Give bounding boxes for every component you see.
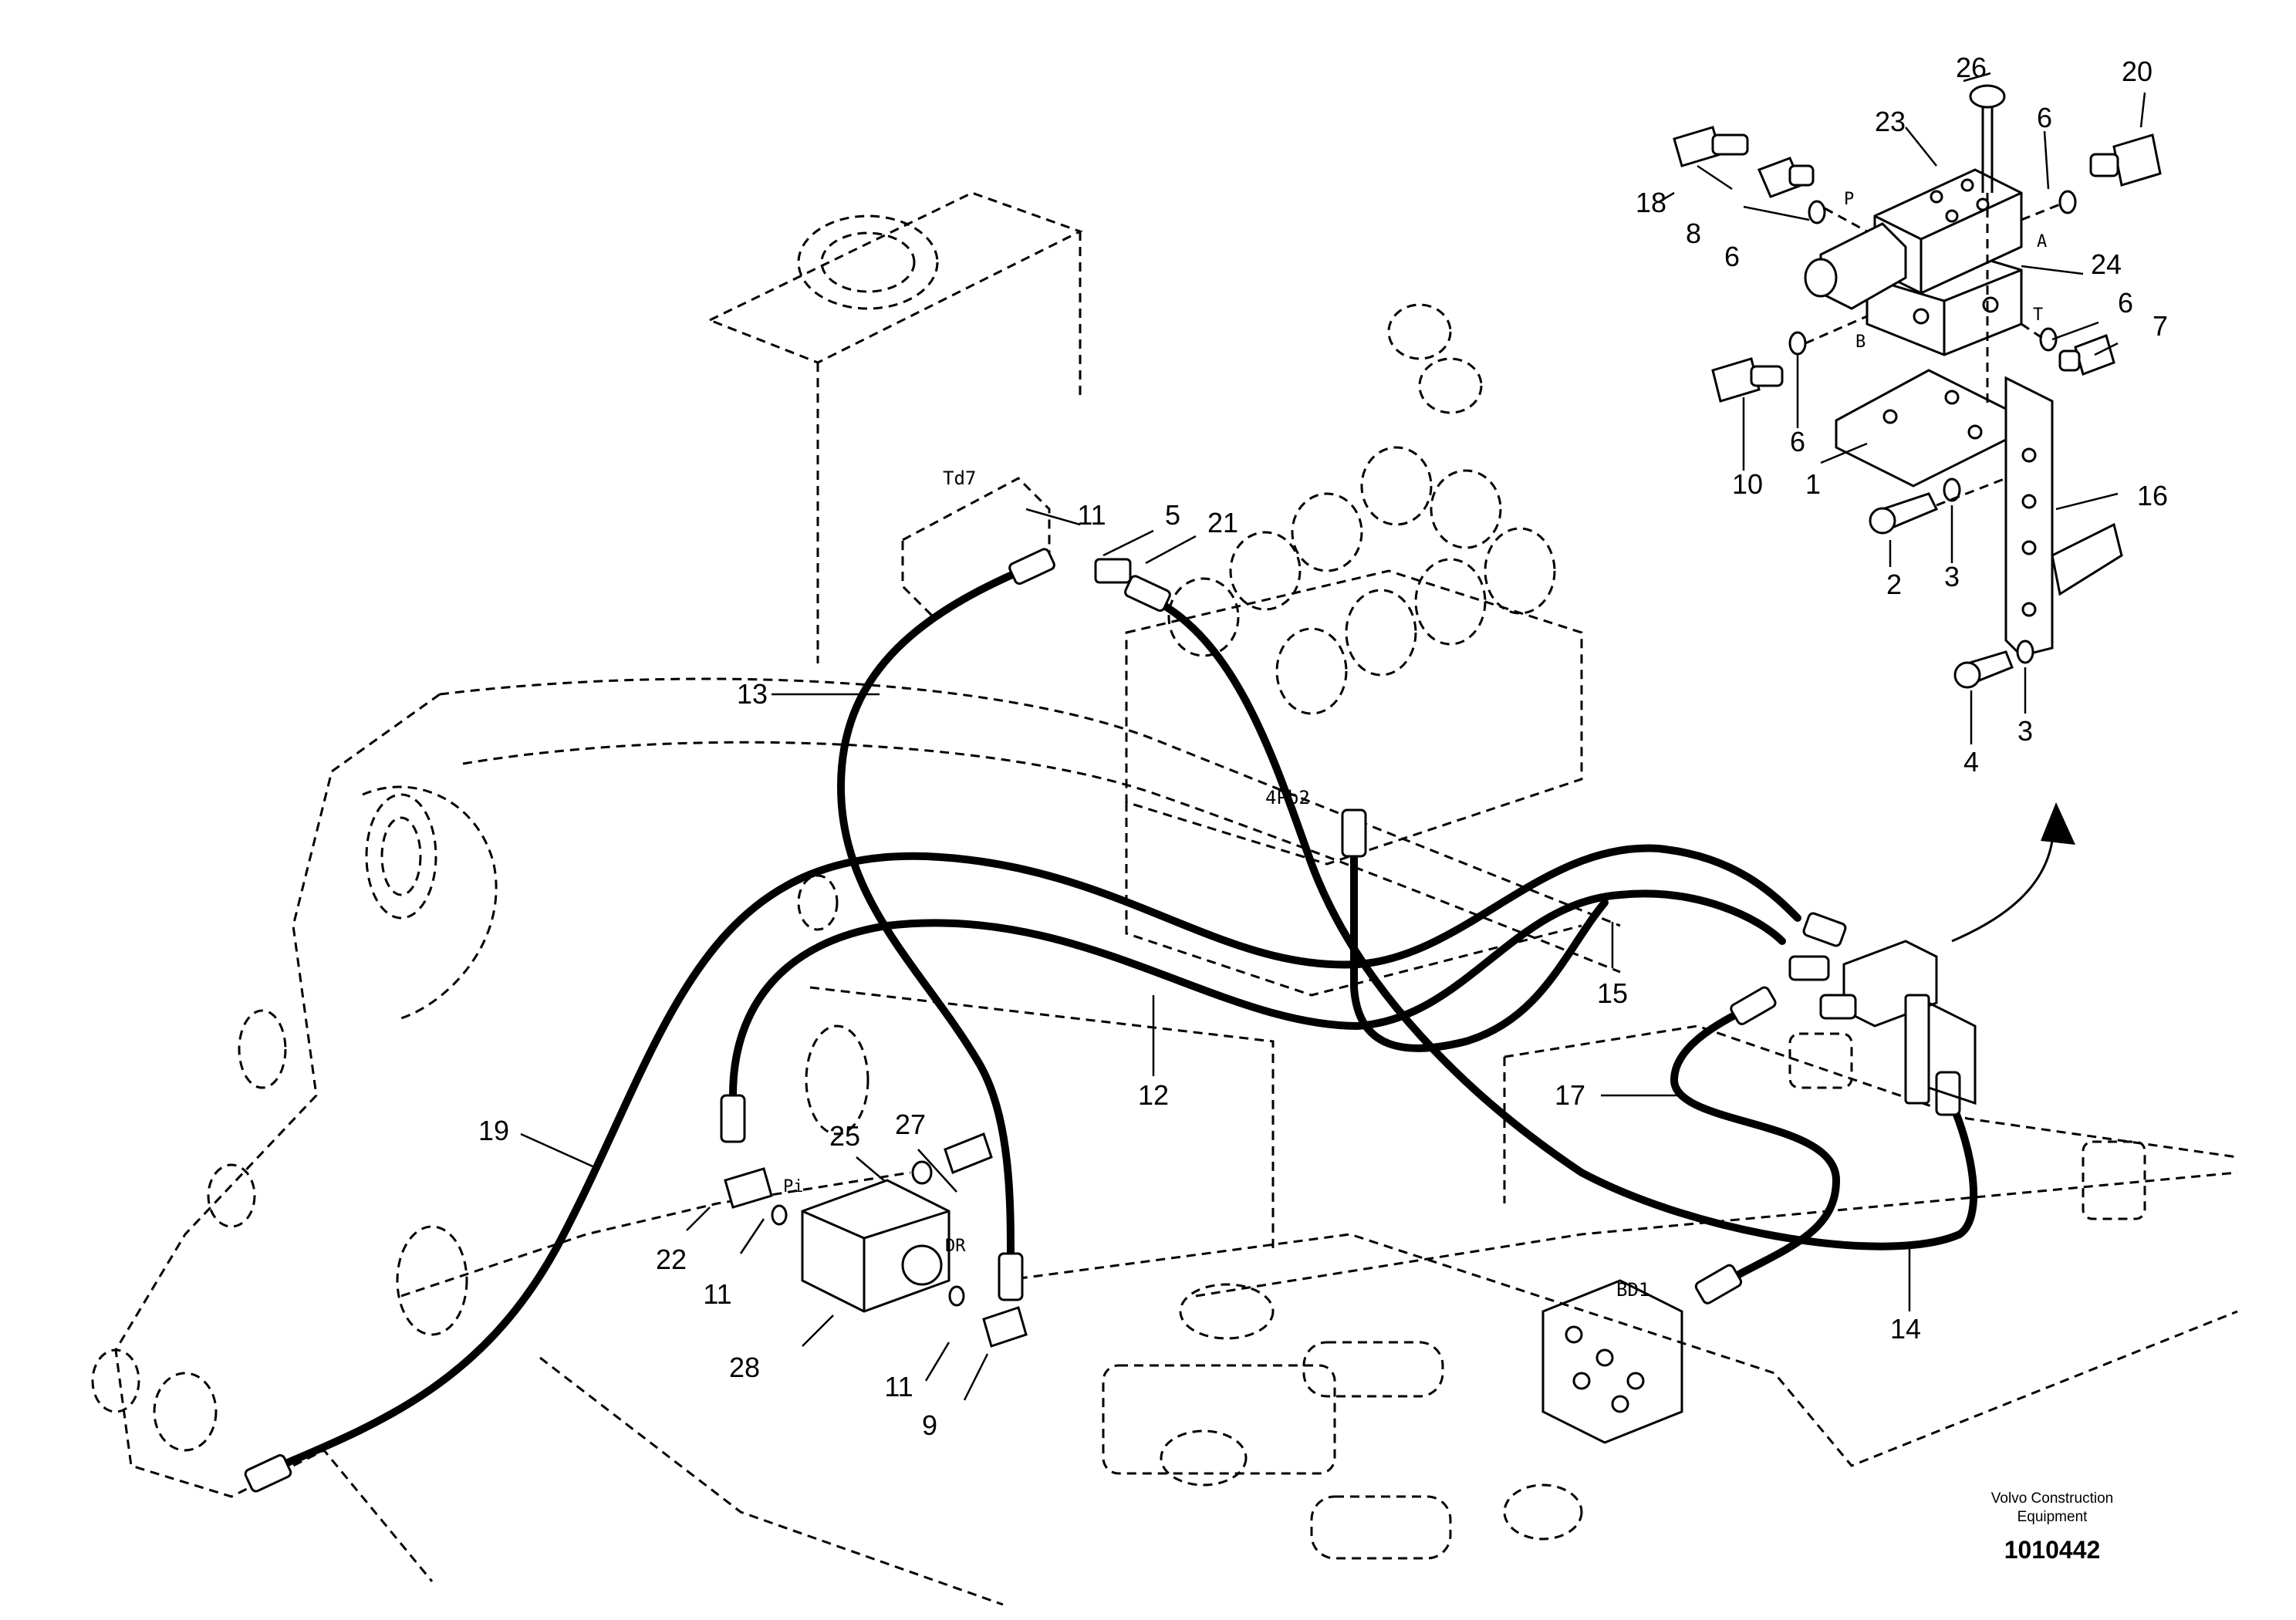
callout-10: 10 (1732, 468, 1763, 500)
callout-12: 12 (1138, 1079, 1169, 1111)
detail-arrow (1951, 840, 2054, 943)
hose-17 (1670, 1007, 1841, 1288)
callout-24: 24 (2091, 248, 2122, 280)
callout-5: 5 (1165, 499, 1180, 531)
tag-td7: Td7 (943, 467, 976, 489)
valve-assembly-installed (1788, 912, 1977, 1105)
callout-20: 20 (2122, 56, 2152, 87)
port-p: P (1844, 190, 1854, 209)
callout-15: 15 (1597, 977, 1628, 1009)
port-labels: P A B T Pi DR Td7 4Pb2 BD1 (783, 190, 2047, 1301)
callout-11a: 11 (1077, 499, 1106, 531)
callout-9: 9 (922, 1409, 937, 1441)
callout-18: 18 (1636, 187, 1666, 218)
callout-25: 26 (1956, 52, 1987, 83)
callout-11c: 11 (884, 1371, 913, 1402)
callout-7: 7 (2152, 310, 2168, 342)
callout-26: 25 (829, 1120, 860, 1152)
detail-arrowhead (2041, 802, 2075, 845)
callout-6a: 6 (2037, 102, 2052, 133)
port-b: B (1855, 332, 1866, 352)
tag-4pb2: 4Pb2 (1265, 787, 1310, 808)
callout-19: 19 (478, 1115, 509, 1146)
callout-3b: 3 (2017, 715, 2033, 747)
hose-21-long (1138, 590, 1978, 1250)
callout-1: 1 (1805, 468, 1821, 500)
callout-21: 21 (1207, 507, 1238, 538)
part-callouts: 26 20 6 23 18 8 6 24 6 7 6 10 1 16 3 2 3… (478, 52, 2168, 1441)
callout-6c: 6 (2118, 287, 2133, 319)
hose-12 (729, 889, 1786, 1099)
credit-line-1: Volvo Construction (1991, 1490, 2113, 1507)
credit-line-2: Equipment (2017, 1509, 2088, 1525)
callout-3a: 3 (1944, 561, 1960, 592)
pilot-components (724, 1132, 1028, 1348)
frame-outline (91, 191, 2238, 1606)
title-block: Volvo Construction Equipment 1010442 (1991, 1490, 2113, 1564)
hose-lines (258, 563, 1978, 1477)
callout-6b: 6 (1724, 241, 1740, 272)
callout-14: 14 (1890, 1313, 1921, 1345)
hose-19 (258, 844, 1801, 1477)
hose-pb2 (1350, 837, 1609, 1052)
port-t: T (2033, 305, 2043, 325)
callout-28: 28 (729, 1352, 760, 1383)
callout-4: 4 (1963, 746, 1979, 778)
callout-2: 2 (1886, 569, 1902, 600)
callout-16: 16 (2137, 480, 2168, 511)
hose-fittings (244, 548, 1961, 1493)
port-a: A (2037, 232, 2047, 251)
callout-27: 27 (895, 1109, 926, 1140)
callout-6d: 6 (1790, 426, 1805, 457)
callout-22: 22 (656, 1244, 687, 1275)
hose-13 (836, 563, 1034, 1261)
port-dr: DR (945, 1237, 966, 1256)
callout-17: 17 (1555, 1079, 1585, 1111)
callout-11b: 11 (703, 1278, 731, 1310)
callout-13: 13 (737, 678, 768, 710)
document-number: 1010442 (2004, 1536, 2101, 1564)
tag-bd1: BD1 (1616, 1279, 1649, 1301)
callout-23: 23 (1875, 106, 1906, 137)
callout-8: 8 (1686, 218, 1701, 249)
exploded-valve-detail (1673, 84, 2162, 689)
port-pi: Pi (783, 1177, 804, 1196)
